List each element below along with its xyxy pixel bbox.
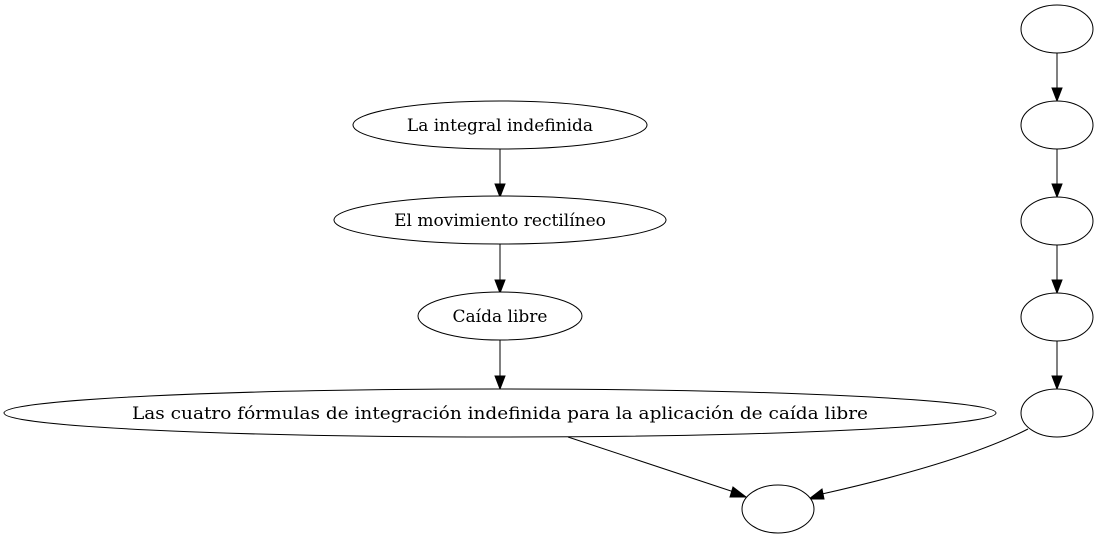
node-target — [741, 484, 815, 534]
edge-movimiento-to-caida — [494, 244, 506, 295]
node-formulas-label: Las cuatro fórmulas de integración indef… — [132, 404, 868, 424]
node-movimiento-label: El movimiento rectilíneo — [394, 211, 606, 231]
edge-formulas-to-target — [567, 436, 748, 498]
edge-chain5-to-target — [807, 428, 1029, 500]
node-chain2 — [1020, 100, 1094, 150]
node-chain1 — [1020, 4, 1094, 54]
node-movimiento: El movimiento rectilíneo — [333, 195, 667, 245]
node-integral: La integral indefinida — [352, 100, 648, 150]
node-formulas: Las cuatro fórmulas de integración indef… — [3, 388, 997, 438]
node-chain4 — [1020, 292, 1094, 342]
edge-chain1-to-chain2 — [1051, 53, 1063, 103]
node-chain3 — [1020, 196, 1094, 246]
edge-caida-to-formulas — [494, 340, 506, 391]
node-integral-label: La integral indefinida — [407, 116, 593, 136]
nodes-layer: La integral indefinida El movimiento rec… — [3, 4, 1094, 534]
node-caida-label: Caída libre — [453, 307, 548, 327]
edge-chain2-to-chain3 — [1051, 149, 1063, 199]
node-caida: Caída libre — [417, 291, 583, 341]
edge-chain4-to-chain5 — [1051, 341, 1063, 391]
node-chain5 — [1020, 388, 1094, 438]
edge-integral-to-movimiento — [494, 149, 506, 199]
edges-layer — [494, 53, 1063, 500]
edge-chain3-to-chain4 — [1051, 245, 1063, 295]
